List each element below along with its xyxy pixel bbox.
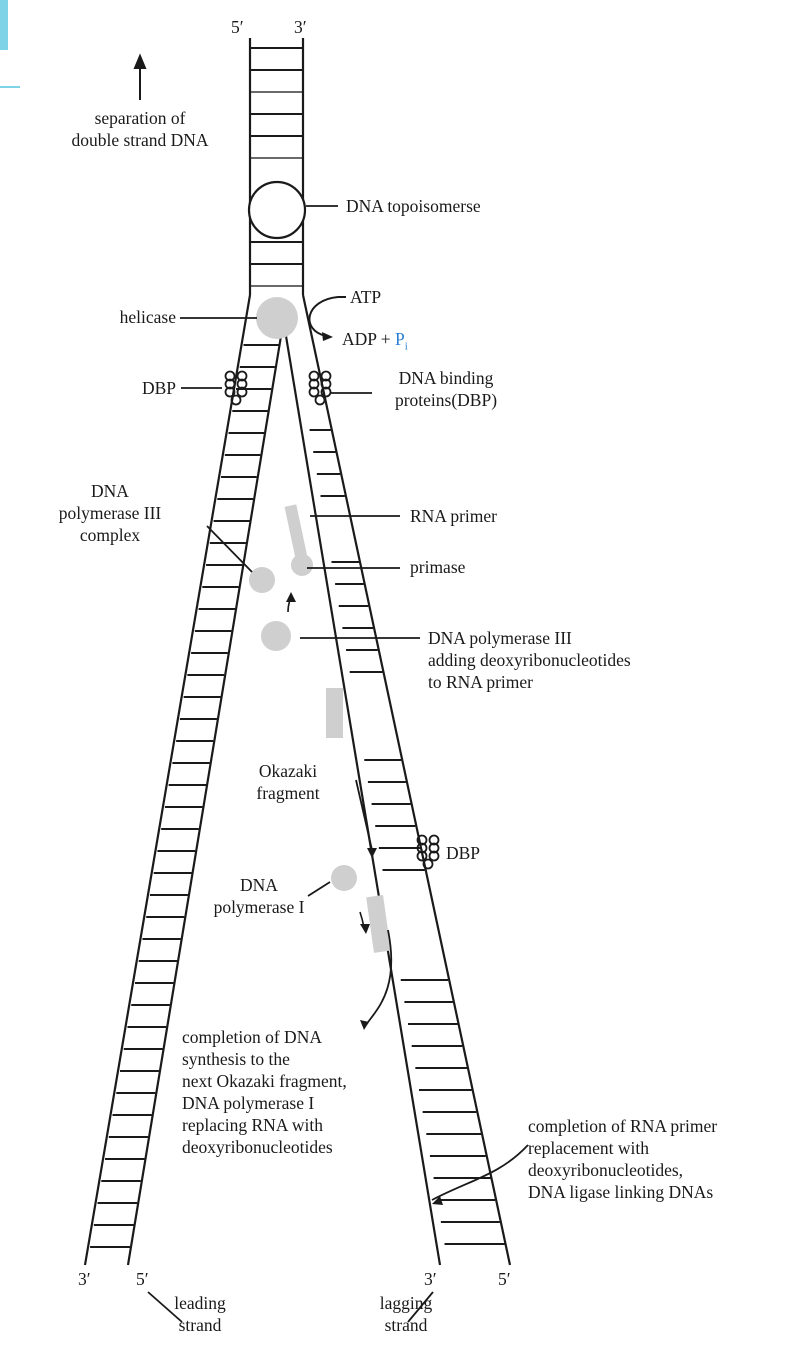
rna-primer-block-3 (366, 895, 391, 953)
okazaki-fragment-label: Okazaki fragment (228, 760, 348, 804)
helicase-circle (256, 297, 298, 339)
dbp-bead (316, 396, 325, 405)
pol1-arrowhead (360, 924, 370, 934)
rna-primer-block-1 (285, 504, 308, 560)
pol3-adding-label: DNA polymerase III adding deoxyribonucle… (428, 627, 631, 693)
completion-dna-label: completion of DNA synthesis to the next … (182, 1026, 347, 1158)
pol1-label: DNA polymerase I (194, 874, 324, 918)
pi-letter: P (395, 329, 405, 349)
dna-binding-proteins-label: DNA binding proteins(DBP) (376, 367, 516, 411)
pol3-complex-label: DNA polymerase III complex (10, 480, 210, 546)
top-3prime-label: 3′ (294, 16, 307, 38)
adp-text: ADP + (342, 329, 395, 349)
leading-strand-label: leading strand (150, 1292, 250, 1336)
primase-label: primase (410, 556, 465, 578)
completion-rna-label: completion of RNA primer replacement wit… (528, 1115, 717, 1203)
dbp-left-label: DBP (100, 377, 176, 399)
bottom-left-5prime: 5′ (136, 1268, 149, 1290)
bottom-right-5prime: 5′ (498, 1268, 511, 1290)
pol3-complex-circle (249, 567, 275, 593)
pi-subscript: i (405, 341, 408, 353)
rna-primer-block-2 (326, 688, 343, 738)
top-5prime-label: 5′ (231, 16, 244, 38)
dbp-right-label: DBP (446, 842, 480, 864)
helicase-label: helicase (60, 306, 176, 328)
bottom-left-3prime: 3′ (78, 1268, 91, 1290)
atp-arrowhead (322, 332, 333, 341)
pi-symbol: Pi (395, 329, 408, 349)
separation-arrow (135, 56, 145, 100)
atp-label: ATP (350, 286, 381, 308)
pol3-adding-circle (261, 621, 291, 651)
lagging-strand-label: lagging strand (356, 1292, 456, 1336)
atp-arrow (309, 297, 346, 336)
bottom-right-3prime: 3′ (424, 1268, 437, 1290)
separation-label: separation of double strand DNA (40, 107, 240, 151)
rna-primer-label: RNA primer (410, 505, 497, 527)
pol1-circle (331, 865, 357, 891)
adp-pi-label: ADP + Pi (342, 328, 408, 358)
topoisomerase-label: DNA topoisomerse (346, 195, 481, 217)
topoisomerase-circle (249, 182, 305, 238)
